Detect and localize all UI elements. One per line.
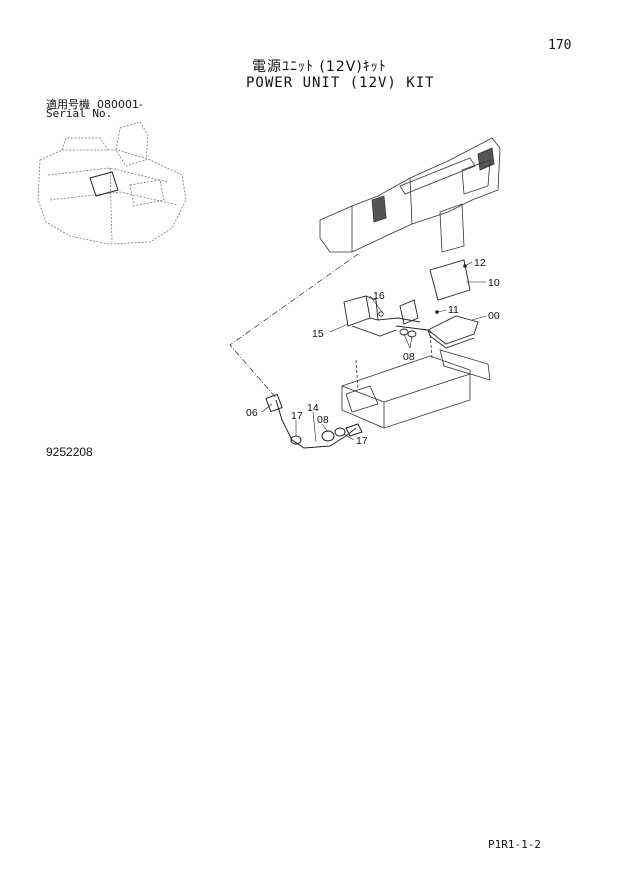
part-10-cover bbox=[429, 259, 471, 301]
figure-number: 9252208 bbox=[46, 445, 93, 459]
callout-15: 15 bbox=[312, 328, 324, 340]
callout-16: 16 bbox=[373, 290, 385, 302]
leader-line-main bbox=[229, 253, 359, 399]
part-14-harness bbox=[265, 393, 363, 449]
part-12-bolt bbox=[463, 264, 467, 268]
footer-code: P1R1-1-2 bbox=[488, 838, 541, 851]
part-00-power-unit bbox=[395, 315, 479, 349]
part-11-bolt bbox=[435, 310, 439, 314]
serial-label-jp-text: 適用号機 bbox=[46, 98, 90, 111]
serial-label-en: Serial No. bbox=[46, 107, 113, 120]
machine-overview-thumbnail bbox=[37, 121, 187, 245]
callout-08-lower: 08 bbox=[317, 414, 329, 426]
part-16-connector bbox=[377, 299, 421, 325]
serial-label-jp: 適用号機 080001- bbox=[46, 96, 143, 112]
serial-value: 080001- bbox=[97, 98, 143, 111]
callout-10: 10 bbox=[488, 277, 500, 289]
callout-12: 12 bbox=[474, 257, 486, 269]
mounting-frame bbox=[341, 329, 491, 429]
callout-06: 06 bbox=[246, 407, 258, 419]
part-15-bracket bbox=[343, 295, 397, 337]
part-08-grommets bbox=[399, 328, 417, 338]
callout-17-left: 17 bbox=[291, 410, 303, 422]
callout-leaders bbox=[261, 261, 487, 443]
title-english: POWER UNIT (12V) KIT bbox=[246, 75, 435, 91]
callout-17-right: 17 bbox=[356, 435, 368, 447]
upper-frame-assembly bbox=[319, 137, 501, 253]
callout-14: 14 bbox=[307, 402, 319, 414]
callout-08-upper: 08 bbox=[403, 351, 415, 363]
callout-00: 00 bbox=[488, 310, 500, 322]
title-japanese: 電源ﾕﾆｯﾄ (12V)ｷｯﾄ bbox=[252, 59, 387, 75]
callout-11: 11 bbox=[448, 304, 459, 316]
page-number: 170 bbox=[548, 38, 572, 53]
